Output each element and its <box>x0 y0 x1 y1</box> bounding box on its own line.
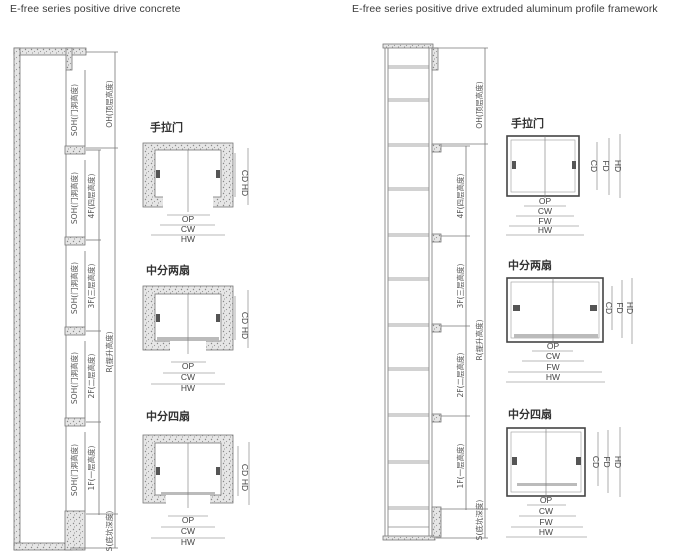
right-s-label: S(底坑深度) <box>474 500 484 541</box>
svg-text:FD: FD <box>601 160 611 171</box>
svg-text:HD: HD <box>240 479 250 491</box>
left-plan-center-four-panel: 中分四扇 OP CW HW CD HD <box>142 409 250 547</box>
right-shaft-section <box>382 43 488 541</box>
svg-text:CW: CW <box>181 372 195 382</box>
svg-text:OP: OP <box>540 495 553 505</box>
right-3f-label: 3F(三层高度) <box>455 263 465 308</box>
right-plan-center-two-panel: 中分两扇 OP CW FW HW CD FD HD <box>506 258 635 383</box>
left-diagram-title: E-free series positive drive concrete <box>10 3 181 15</box>
svg-text:HW: HW <box>538 225 552 235</box>
svg-text:CW: CW <box>539 506 553 516</box>
left-s-label: S(底坑深度) <box>104 511 114 552</box>
svg-text:HW: HW <box>181 383 195 393</box>
right-1f-label: 1F(一层高度) <box>455 443 465 488</box>
left-r-label: R(提升高度) <box>104 331 114 372</box>
svg-text:FW: FW <box>546 362 559 372</box>
svg-text:HD: HD <box>240 327 250 339</box>
left-shaft-section <box>13 47 118 551</box>
svg-text:HD: HD <box>625 302 635 314</box>
right-plan-center-four-panel: 中分四扇 OP CW FW HW CD FD HD <box>506 407 623 538</box>
svg-text:中分两扇: 中分两扇 <box>508 258 552 272</box>
left-soh-label-1: SOH(门洞高度) <box>69 444 79 496</box>
svg-text:中分四扇: 中分四扇 <box>146 409 190 423</box>
left-soh-label-2: SOH(门洞高度) <box>69 352 79 404</box>
svg-text:OP: OP <box>182 214 195 224</box>
svg-text:HD: HD <box>613 456 623 468</box>
right-oh-label: OH(顶层高度) <box>474 81 484 128</box>
svg-text:OP: OP <box>547 341 560 351</box>
svg-text:CW: CW <box>181 224 195 234</box>
svg-text:FD: FD <box>602 456 612 467</box>
svg-text:HW: HW <box>539 527 553 537</box>
svg-text:HW: HW <box>546 372 560 382</box>
left-plan-center-two-panel: 中分两扇 OP CW HW CD HD <box>142 263 250 393</box>
svg-text:HD: HD <box>240 184 250 196</box>
left-shaft-labels: SOH(门洞高度) SOH(门洞高度) SOH(门洞高度) SOH(门洞高度) … <box>69 80 114 551</box>
svg-text:FW: FW <box>539 517 552 527</box>
svg-text:手拉门: 手拉门 <box>150 120 183 134</box>
left-oh-label: OH(顶层高度) <box>104 80 114 127</box>
right-plan-manual-door: 手拉门 OP CW FW HW CD FD HD <box>506 116 623 236</box>
svg-text:HW: HW <box>181 537 195 547</box>
svg-text:CD: CD <box>589 160 599 172</box>
left-soh-label-3: SOH(门洞高度) <box>69 262 79 314</box>
svg-text:CD: CD <box>240 170 250 182</box>
left-4f-label: 4F(四层高度) <box>86 173 96 218</box>
svg-text:中分四扇: 中分四扇 <box>508 407 552 421</box>
svg-text:OP: OP <box>539 196 552 206</box>
svg-text:CD: CD <box>591 456 601 468</box>
svg-text:中分两扇: 中分两扇 <box>146 263 190 277</box>
left-soh-label-5: SOH(门洞高度) <box>69 84 79 136</box>
svg-text:CD: CD <box>240 312 250 324</box>
left-3f-label: 3F(三层高度) <box>86 263 96 308</box>
svg-text:OP: OP <box>182 515 195 525</box>
svg-text:OP: OP <box>182 361 195 371</box>
right-4f-label: 4F(四层高度) <box>455 173 465 218</box>
svg-text:CD: CD <box>604 302 614 314</box>
right-2f-label: 2F(二层高度) <box>455 352 465 397</box>
svg-text:FW: FW <box>538 216 551 226</box>
svg-text:HW: HW <box>181 234 195 244</box>
right-diagram-title: E-free series positive drive extruded al… <box>352 3 658 15</box>
svg-text:CW: CW <box>538 206 552 216</box>
left-1f-label: 1F(一层高度) <box>86 445 96 490</box>
left-2f-label: 2F(二层高度) <box>86 353 96 398</box>
svg-text:CW: CW <box>546 351 560 361</box>
left-plan-manual-door: 手拉门 OP CW HW CD HD <box>142 120 250 244</box>
right-shaft-labels: 4F(四层高度) 3F(三层高度) 2F(二层高度) 1F(一层高度) OH(顶… <box>455 81 484 540</box>
svg-text:HD: HD <box>613 160 623 172</box>
left-soh-label-4: SOH(门洞高度) <box>69 172 79 224</box>
svg-text:CW: CW <box>181 526 195 536</box>
svg-text:CD: CD <box>240 464 250 476</box>
svg-text:FD: FD <box>615 302 625 313</box>
right-r-label: R(提升高度) <box>474 319 484 360</box>
svg-text:手拉门: 手拉门 <box>511 116 544 130</box>
